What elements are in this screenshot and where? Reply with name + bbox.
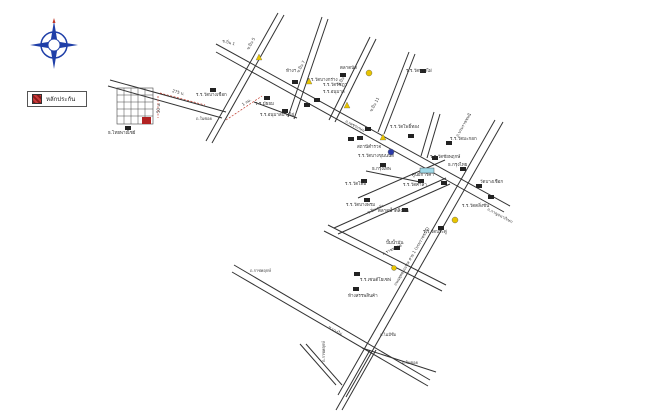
legend-label: หลักประกัน (46, 96, 76, 103)
road-label: ซ.ปิ่น 5 (245, 36, 256, 50)
place-label: ร.ร.วัดโพธิ์ทอง (390, 122, 419, 130)
place-label: ร.ร.วัดประดู่ (423, 229, 447, 235)
road-label: ซ.ปิ่น 9 (336, 72, 347, 86)
road-label: ซ.ปิ่น 7 (295, 59, 306, 73)
place-label: ตลาดน้ำตลิ่งชัน (378, 207, 409, 214)
road-label: ถ.บรมราชชนนี (455, 112, 473, 138)
parcel-grid (116, 87, 154, 125)
compass-icon (30, 18, 78, 69)
place-label: สถานีตำรวจ (357, 143, 381, 150)
place-label: ธ.ไทยพาณิชย์ (108, 129, 136, 136)
place-label: ร.ร.วัดบางพรม (346, 202, 375, 208)
place-label: ร.ร.อนุบาลบางไผ่ (260, 112, 294, 118)
place-label: วัดบางเชือก (480, 178, 503, 185)
distance-lines (157, 92, 263, 121)
poi-markers (365, 69, 459, 271)
place-label: ร.ร.วัดบางขุนนนท์ (358, 152, 394, 159)
collateral-parcel (142, 117, 151, 124)
road-network (107, 12, 511, 411)
place-label: ร.ร.มัธยม (255, 101, 274, 107)
place-label: ร.ร.วัดโพธิ์ (345, 179, 368, 187)
place-label: ร.ร.วัดชัยพฤกษ์ (430, 153, 460, 160)
place-label: ร.ร.เซนต์โยเซฟ (360, 276, 391, 283)
triangle-markers (255, 53, 387, 141)
place-label: ร.ร.วัดศาลา (403, 182, 427, 188)
place-label: ร.ร.อนุบาล (323, 89, 345, 95)
place-label: ธ.กรุงไทย (448, 162, 468, 168)
place-label: ร.ร.วัดรัชฎา (323, 82, 348, 88)
road-label: ถ.ไม่มีชื่อ (380, 332, 397, 337)
place-label: ศูนย์การค้า (412, 171, 434, 178)
place-label: ตลาดนัด (340, 65, 357, 71)
road-label: ซ.บางไผ่ (328, 325, 344, 337)
legend-box: หลักประกัน (27, 91, 87, 107)
road-label: ถ.กาญจนาภิเษก (487, 206, 515, 224)
road-label: ถ.ในซอย (402, 360, 418, 365)
road-label: ถ.ราชพฤกษ์ (250, 268, 271, 273)
road-label: ซ.ปิ่น 11 (368, 96, 380, 113)
road-label: ถ.ในซอย (196, 116, 212, 121)
landmark-box (419, 167, 435, 174)
distance-label: 275 ม. (172, 88, 186, 96)
collateral-swatch (32, 94, 42, 104)
place-label: ห้างฯ (286, 68, 297, 74)
place-label: ร.ร.วัดบางเชือก (196, 91, 227, 98)
place-label: ร.ร.วัดบางกร่าง (307, 77, 338, 83)
place-label: ร.ร.วัดมะกอก (450, 136, 477, 142)
distance-label: 1 กม. (241, 97, 252, 107)
place-label: ธ.กรุงเทพ (372, 166, 391, 172)
road-label: ถ.ราชพฤกษ์ (321, 341, 326, 362)
road-label: ซ.ปิ่น 1 (222, 38, 236, 46)
place-label: ปั๊มน้ำมัน (386, 239, 403, 246)
distance-label: 50 ม. (156, 103, 161, 113)
place-label: ร.ร.วัดบางไผ่ (406, 68, 432, 74)
place-label: ห้างสรรพสินค้า (348, 293, 378, 299)
place-markers: ธ.ไทยพาณิชย์ ร.ร.วัดบางเชือก ร.ร.มัธยม ห… (108, 65, 503, 299)
place-label: ร.ร.วัดตลิ่งชัน (462, 202, 489, 209)
